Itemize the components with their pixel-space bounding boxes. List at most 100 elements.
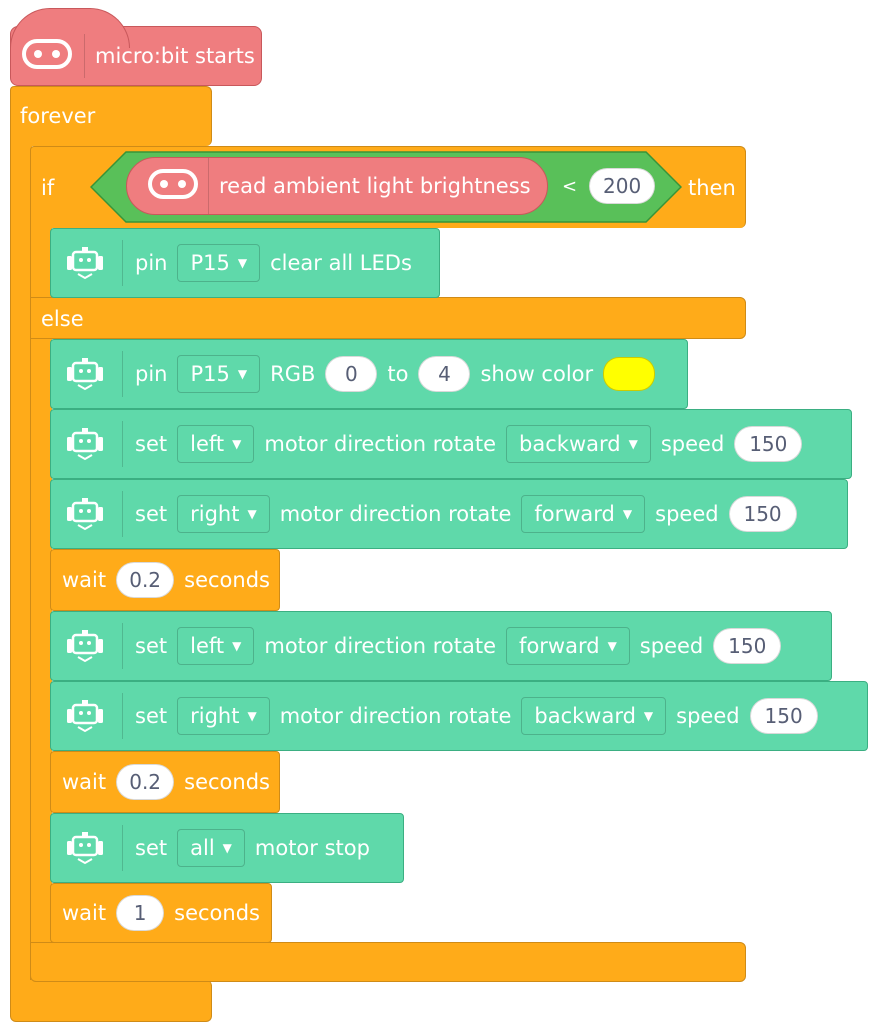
motor-side-dropdown[interactable]: left ▼	[177, 425, 255, 463]
show-color-label: show color	[480, 362, 594, 386]
motor-direction-block[interactable]	[50, 611, 832, 681]
wait-seconds-input[interactable]: 1	[116, 895, 165, 931]
speed-input[interactable]: 150	[749, 698, 818, 734]
else-bar	[30, 297, 746, 339]
rotation-direction-value: backward	[519, 432, 621, 456]
speed-label: speed	[676, 704, 740, 728]
set-label: set	[135, 704, 168, 728]
speed-label: speed	[639, 634, 704, 658]
wait-seconds-input[interactable]: 0.2	[116, 764, 175, 800]
robot-car-icon	[64, 495, 106, 533]
motor-direction-block[interactable]	[50, 681, 868, 751]
set-label: set	[135, 836, 168, 860]
to-label: to	[387, 362, 409, 386]
motor-direction-block[interactable]	[50, 479, 848, 549]
microbit-icon	[148, 169, 198, 203]
dropdown-caret-icon: ▼	[247, 507, 257, 521]
pin-dropdown-value: P15	[190, 251, 230, 275]
less-than-operator: <	[562, 175, 578, 197]
dropdown-caret-icon: ▼	[232, 639, 242, 653]
speed-label: speed	[655, 502, 719, 526]
robot-car-icon	[64, 355, 106, 393]
clear-leds-block[interactable]	[50, 228, 440, 298]
seconds-label: seconds	[174, 901, 260, 925]
speed-input[interactable]: 150	[713, 628, 782, 664]
robot-car-icon	[64, 627, 106, 665]
pin-dropdown-value: P15	[190, 362, 230, 386]
motor-direction-label: motor direction rotate	[279, 502, 512, 526]
hat-label: micro:bit starts	[95, 44, 255, 68]
wait-label: wait	[62, 568, 107, 592]
color-picker-swatch[interactable]	[603, 357, 656, 391]
rotation-direction-value: forward	[519, 634, 600, 658]
motor-direction-label: motor direction rotate	[264, 634, 497, 658]
pin-label: pin	[135, 251, 168, 275]
rotation-direction-value: forward	[534, 502, 615, 526]
dropdown-caret-icon: ▼	[232, 437, 242, 451]
motor-side-value: right	[190, 502, 240, 526]
rotation-direction-dropdown[interactable]: backward ▼	[521, 697, 667, 735]
then-label: then	[688, 176, 736, 200]
rotation-direction-dropdown[interactable]: forward ▼	[521, 495, 646, 533]
wait-block[interactable]	[50, 883, 272, 943]
motor-side-dropdown[interactable]: right ▼	[177, 697, 270, 735]
threshold-value-input[interactable]: 200	[589, 168, 656, 204]
hat-separator	[84, 34, 85, 78]
speed-input[interactable]: 150	[728, 496, 797, 532]
hat-row: micro:bit starts	[22, 28, 255, 84]
if-foot	[30, 942, 746, 982]
wait-block[interactable]	[50, 549, 280, 611]
set-label: set	[135, 502, 168, 526]
pin-dropdown[interactable]: P15 ▼	[177, 355, 261, 393]
motor-stop-label: motor stop	[254, 836, 370, 860]
set-label: set	[135, 634, 168, 658]
motor-stop-block[interactable]	[50, 813, 404, 883]
clear-leds-label: clear all LEDs	[270, 251, 412, 275]
motor-side-value: all	[190, 836, 215, 860]
reporter-separator	[208, 158, 209, 214]
wait-label: wait	[62, 770, 107, 794]
pin-label: pin	[135, 362, 168, 386]
robot-car-icon	[64, 244, 106, 282]
wait-seconds-input[interactable]: 0.2	[116, 562, 175, 598]
motor-side-dropdown[interactable]: all ▼	[177, 829, 245, 867]
dropdown-caret-icon: ▼	[237, 367, 248, 381]
robot-car-icon	[64, 425, 106, 463]
motor-side-dropdown[interactable]: right ▼	[177, 495, 270, 533]
speed-input[interactable]: 150	[734, 426, 803, 462]
motor-side-dropdown[interactable]: left ▼	[177, 627, 255, 665]
dropdown-caret-icon: ▼	[247, 709, 257, 723]
dropdown-caret-icon: ▼	[607, 639, 617, 653]
rotation-direction-value: backward	[534, 704, 636, 728]
robot-car-icon	[64, 697, 106, 735]
rgb-label: RGB	[270, 362, 316, 386]
robot-car-icon	[64, 829, 106, 867]
rgb-to-input[interactable]: 4	[418, 356, 471, 392]
set-label: set	[135, 432, 168, 456]
dropdown-caret-icon: ▼	[643, 709, 654, 723]
motor-direction-block[interactable]	[50, 409, 852, 479]
motor-direction-label: motor direction rotate	[264, 432, 497, 456]
rotation-direction-dropdown[interactable]: backward▼	[506, 425, 651, 463]
else-label: else	[41, 307, 84, 331]
motor-side-value: left	[190, 634, 225, 658]
seconds-label: seconds	[184, 770, 270, 794]
wait-label: wait	[62, 901, 107, 925]
forever-block[interactable]	[10, 86, 212, 146]
forever-label: forever	[20, 104, 96, 128]
dropdown-caret-icon: ▼	[622, 507, 633, 521]
speed-label: speed	[660, 432, 725, 456]
dropdown-caret-icon: ▼	[237, 256, 248, 270]
motor-side-value: left	[190, 432, 225, 456]
motor-side-value: right	[190, 704, 240, 728]
dropdown-caret-icon: ▼	[222, 841, 232, 855]
rotation-direction-dropdown[interactable]: forward ▼	[506, 627, 630, 665]
pin-dropdown[interactable]: P15 ▼	[177, 244, 261, 282]
seconds-label: seconds	[184, 568, 270, 592]
rgb-from-input[interactable]: 0	[325, 356, 378, 392]
microbit-icon	[22, 39, 72, 73]
forever-arm	[10, 140, 32, 986]
ambient-light-label: read ambient light brightness	[219, 174, 531, 198]
forever-foot	[10, 980, 212, 1022]
if-arm	[30, 220, 52, 980]
